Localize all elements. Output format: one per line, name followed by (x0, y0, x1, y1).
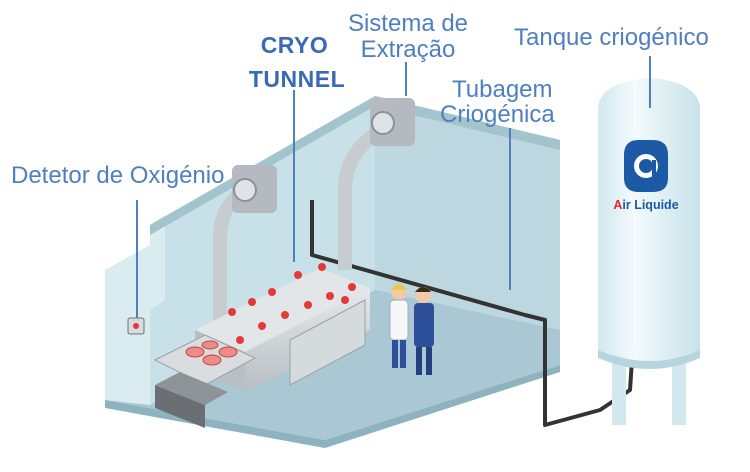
workers (389, 284, 434, 375)
oxygen-detector-device (127, 200, 145, 335)
tank-body (598, 78, 700, 361)
valve-indicators (228, 263, 356, 344)
oxygen-detector-label: Detetor de Oxigénio (11, 162, 225, 189)
piping-label-line2: Criogénica (440, 101, 555, 128)
cryo-tunnel-label-line2: TUNNEL (248, 66, 346, 92)
extraction-system (213, 98, 415, 320)
back-wall-right (375, 96, 560, 330)
collection-bin (155, 385, 205, 428)
brand-name: Air Liquide (613, 198, 678, 212)
cryo-tunnel-machine (153, 263, 370, 428)
leader-lines (293, 56, 651, 290)
extraction-system-label-line1: Sistema de (347, 10, 469, 37)
extraction-system-label-line2: Extração (360, 36, 456, 63)
collection-bin-top (155, 372, 228, 405)
cryo-tunnel-label-line1: CRYO (260, 32, 329, 58)
tunnel-top (195, 268, 370, 352)
fan-icon-right (371, 111, 395, 135)
left-wall-stepped (105, 215, 165, 405)
control-panel (289, 299, 366, 386)
cryogenic-tank (598, 78, 700, 425)
worker-left-coat (389, 299, 409, 341)
floor-front (105, 365, 560, 448)
tank-label: Tanque criogénico (514, 24, 709, 51)
fan-icon-left (233, 178, 257, 202)
air-liquide-logo: Air Liquide (613, 140, 679, 212)
piping-label-line1: Tubagem (452, 76, 553, 103)
product-items (185, 340, 238, 366)
worker-right-overall (414, 303, 434, 347)
worker-left-hair (391, 284, 407, 290)
